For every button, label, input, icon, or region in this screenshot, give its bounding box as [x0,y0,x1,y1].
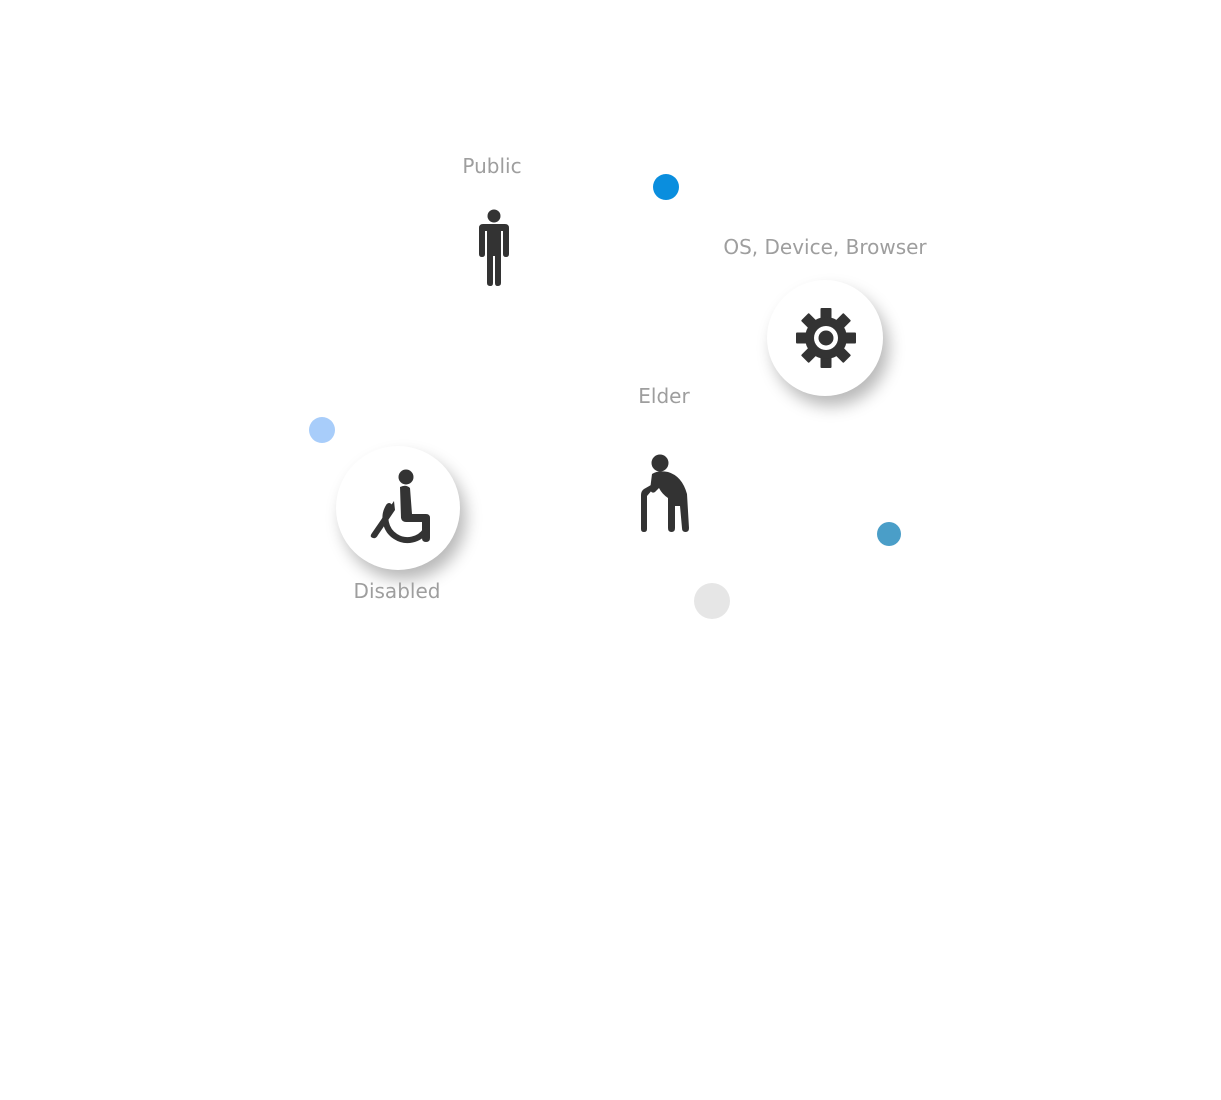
os-device-browser-label: OS, Device, Browser [723,235,927,259]
light-blue-dot [309,417,335,443]
disabled-label: Disabled [353,579,441,603]
person-icon [479,209,509,286]
elder-label: Elder [638,384,690,408]
disabled-bubble [336,446,460,570]
wheelchair-icon [370,469,430,544]
teal-dot [877,522,901,546]
blue-dot [653,174,679,200]
gear-icon [796,308,856,368]
gray-dot [694,583,730,619]
elder-with-cane-icon [641,454,689,532]
public-label: Public [462,154,522,178]
